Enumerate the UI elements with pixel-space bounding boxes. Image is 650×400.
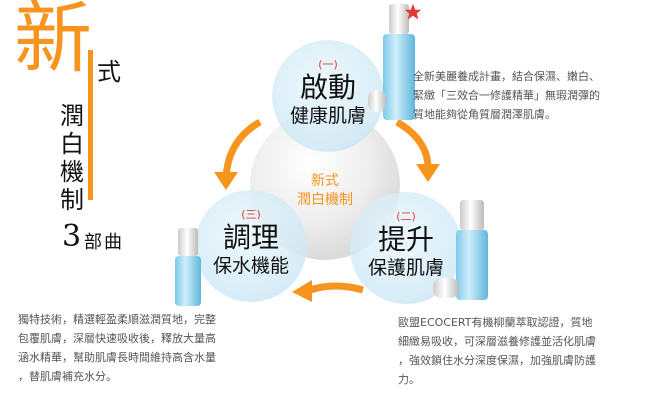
title-vertical: 潤 白 機 制 xyxy=(60,102,90,214)
arrow-head-icon xyxy=(292,280,312,302)
step-subheading: 保護肌膚 xyxy=(367,257,444,279)
title-small-char: 式 xyxy=(97,58,121,86)
title-big-char: 新 xyxy=(14,0,93,84)
arrow-head-icon xyxy=(416,164,440,182)
step-subheading: 健康肌膚 xyxy=(289,105,366,127)
step-number: (二) xyxy=(396,210,416,223)
description-line: 力。 xyxy=(398,373,420,386)
description-line: 全新美麗養成計畫，結合保濕、嫩白、 xyxy=(413,70,600,83)
center-label-line: 潤白機制 xyxy=(297,192,353,208)
title-char: 潤 xyxy=(60,102,84,130)
bottle-cap-image xyxy=(433,278,459,298)
center-label: 新式 潤白機制 xyxy=(270,172,380,210)
spray-bottle-cap xyxy=(389,4,409,34)
description-line: 質地能夠從角質層潤澤肌膚。 xyxy=(413,108,556,121)
arrow-head-icon xyxy=(214,172,238,190)
description-line: 涵水精華，幫助肌膚長時間維持高含水量 xyxy=(18,351,216,364)
description-line: 緊緻「三效合一修護精華」無瑕潤彈的 xyxy=(413,89,600,102)
title-char: 制 xyxy=(60,186,84,214)
title-char: 機 xyxy=(60,158,84,186)
description-line: 細緻易吸收，可深層滋養修護並活化肌膚 xyxy=(398,335,596,348)
step-heading: 啟動 xyxy=(299,71,356,104)
step-heading: 提升 xyxy=(377,223,434,256)
center-label-line: 新式 xyxy=(311,173,339,189)
description-line: ，強效鎖住水分深度保濕，加強肌膚防護 xyxy=(398,354,596,367)
step-1-description: 全新美麗養成計畫，結合保濕、嫩白、 緊緻「三效合一修護精華」無瑕潤彈的 質地能夠… xyxy=(413,67,600,124)
title-number: 3 xyxy=(62,219,82,254)
spray-bottle-image xyxy=(383,34,415,120)
step-3-bubble: (三) 調理 保水機能 xyxy=(195,190,307,302)
pump-bottle-cap xyxy=(460,200,484,230)
description-line: ，替肌膚補充水分。 xyxy=(18,370,117,383)
title-char: 白 xyxy=(60,130,84,158)
step-1-bubble: (一) 啟動 健康肌膚 xyxy=(272,40,384,152)
step-heading: 調理 xyxy=(222,221,279,254)
step-2-description: 歐盟ECOCERT有機柳蘭萃取認證，質地 細緻易吸收，可深層滋養修護並活化肌膚 … xyxy=(398,313,596,389)
pump-bottle-image xyxy=(175,256,201,306)
step-number: (一) xyxy=(318,58,338,71)
title-accent-bar xyxy=(88,50,93,200)
description-line: 歐盟ECOCERT有機柳蘭萃取認證，質地 xyxy=(398,316,593,329)
description-line: 獨特技術，精選輕盈柔順滋潤質地，完整 xyxy=(18,313,216,326)
pump-bottle-cap xyxy=(178,228,198,256)
title-suffix: 部曲 xyxy=(84,232,124,253)
step-number: (三) xyxy=(241,208,261,221)
arrow-icon xyxy=(222,118,262,179)
arrow-icon xyxy=(308,282,364,294)
bottle-cap-image xyxy=(368,90,386,112)
pump-bottle-image xyxy=(456,230,488,300)
step-subheading: 保水機能 xyxy=(212,255,289,277)
step-3-description: 獨特技術，精選輕盈柔順滋潤質地，完整 包覆肌膚，深層快速吸收後，釋放大量高 涵水… xyxy=(18,310,216,386)
star-icon xyxy=(404,3,422,20)
arrow-icon xyxy=(395,118,432,169)
description-line: 包覆肌膚，深層快速吸收後，釋放大量高 xyxy=(18,332,216,345)
